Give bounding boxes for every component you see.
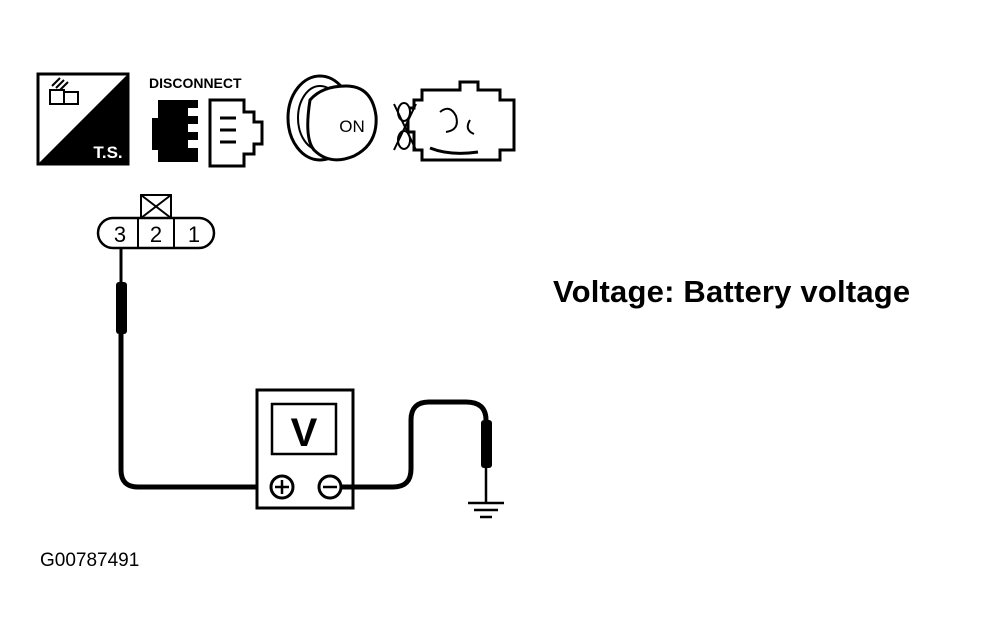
connector-glyph-icon	[49, 77, 79, 105]
voltmeter-symbol: V	[291, 411, 318, 455]
voltmeter: V	[255, 388, 355, 510]
engine-off-icon	[393, 80, 516, 162]
positive-probe-tip	[116, 282, 127, 334]
harness-connector: 3 2 1	[96, 194, 216, 250]
connector-pin-1: 1	[188, 222, 200, 247]
connector-pin-2: 2	[150, 222, 162, 247]
fan-stopped-icon	[393, 102, 417, 151]
negative-probe-tip	[481, 420, 492, 468]
ignition-on-label: ON	[339, 117, 365, 136]
positive-probe-lead	[116, 248, 272, 490]
voltmeter-display	[270, 402, 338, 456]
ignition-key-icon: ON	[286, 74, 378, 162]
connector-pin-3: 3	[114, 222, 126, 247]
ground-icon	[468, 501, 504, 519]
voltage-spec-note: Voltage: Battery voltage	[553, 274, 911, 309]
ts-icon-label: T.S.	[93, 143, 122, 162]
disconnect-icon: DISCONNECT	[149, 75, 264, 168]
figure-id: G00787491	[40, 550, 140, 571]
disconnect-label: DISCONNECT	[149, 75, 242, 91]
ts-icon: T.S.	[36, 72, 130, 166]
negative-probe-lead	[341, 399, 504, 519]
